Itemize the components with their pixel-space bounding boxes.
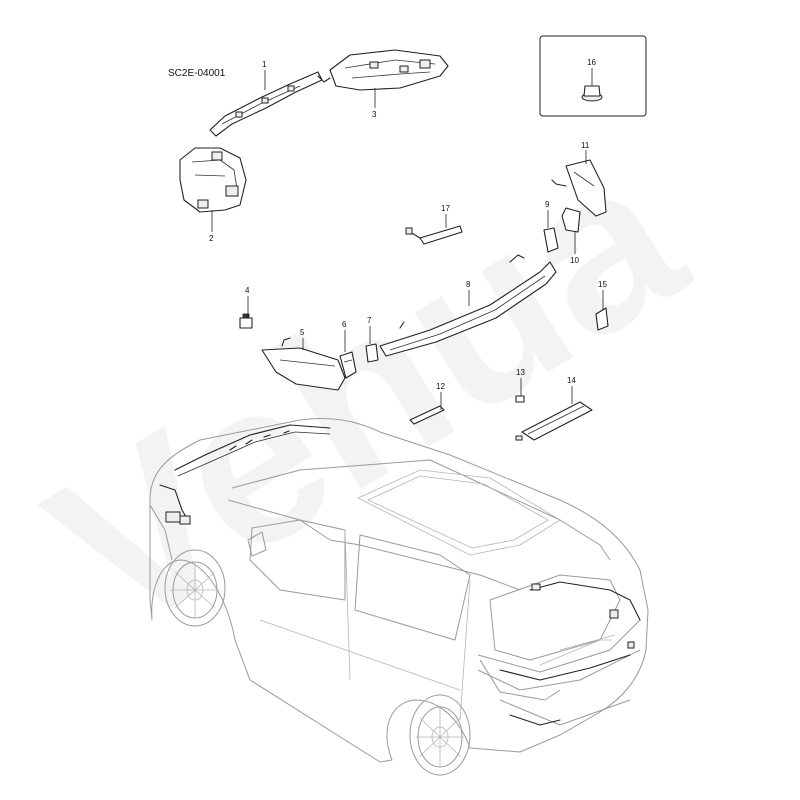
part-16-inset [539,35,647,117]
harness-on-vehicle [159,424,641,726]
part-9-bracket [543,227,559,253]
part-17-harness [405,225,463,245]
watermark: Vehua [10,103,723,681]
callout-12: 12 [436,382,445,391]
vehicle-outline [149,418,649,776]
callout-16: 16 [587,58,596,67]
part-1-harness [209,71,331,137]
callout-10: 10 [570,256,579,265]
callout-3: 3 [372,110,377,119]
callout-13: 13 [516,368,525,377]
callout-11: 11 [581,141,590,150]
callout-1: 1 [262,60,267,69]
callout-14: 14 [567,376,576,385]
callouts: 1 2 3 4 5 6 7 8 9 10 11 12 13 14 15 16 1… [209,58,607,410]
part-3-panel [329,49,449,91]
callout-8: 8 [466,280,471,289]
diagram-code: SC2E-04001 [168,68,226,79]
callout-5: 5 [300,328,305,337]
callout-7: 7 [367,316,372,325]
part-2-bracket [179,147,247,213]
callout-17: 17 [441,204,450,213]
part-12-strip [409,405,445,425]
part-5-lamp [261,337,346,391]
callout-2: 2 [209,234,214,243]
part-14-lamp [515,401,593,441]
part-4-connector [239,313,253,329]
part-11-lamp [551,159,607,217]
part-7-clip [365,343,379,363]
callout-6: 6 [342,320,347,329]
callout-9: 9 [545,200,550,209]
part-8-strip [379,254,557,357]
part-6-bracket [339,351,357,379]
callout-4: 4 [245,286,250,295]
part-13-connector [515,395,525,403]
callout-15: 15 [598,280,607,289]
part-10-bracket [561,207,581,233]
